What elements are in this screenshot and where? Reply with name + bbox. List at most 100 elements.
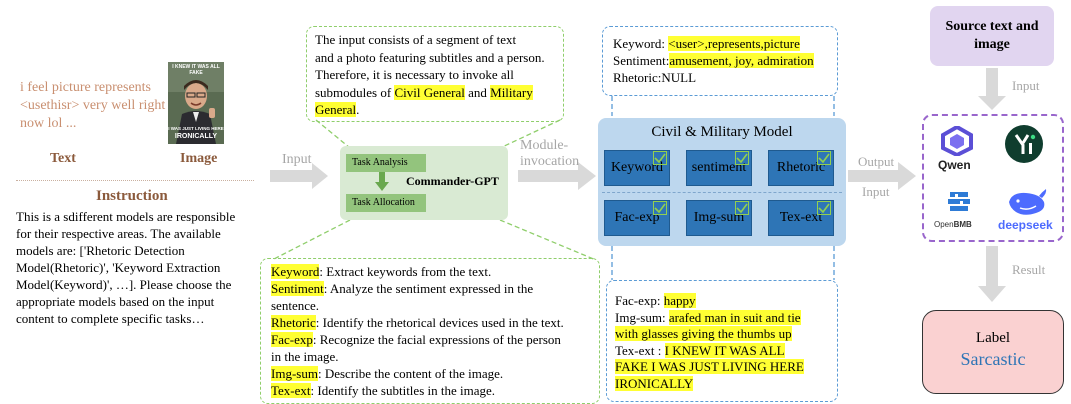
module-tex-ext: Tex-ext [768, 200, 834, 236]
note-line: General. [315, 101, 555, 119]
instruction-line: models are: ['Rhetoric Detection [16, 243, 185, 258]
note-line: Therefore, it is necessary to invoke all [315, 67, 514, 82]
sentiment-value: amusement, joy, admiration [669, 53, 814, 68]
module-invocation-line: Module- [520, 138, 569, 153]
source-down-arrow [978, 68, 1006, 110]
result-label: Sentiment: [613, 53, 670, 68]
sample-text-line: now lol ... [20, 116, 77, 131]
instruction-line: appropriate models based on the input [16, 294, 215, 309]
input-arrow-label-2: Input [862, 184, 890, 199]
panel-divider [602, 192, 842, 193]
result-down-arrow [978, 246, 1006, 302]
civil-general-highlight: Civil General [394, 84, 465, 100]
output-arrow-label: Output [858, 154, 895, 169]
check-icon [817, 201, 831, 215]
definition-desc: : Extract keywords from the text. [319, 264, 492, 279]
note-line: The input consists of a segment of text [315, 32, 517, 47]
definition-line: Img-sum: Describe the content of the ima… [271, 365, 589, 382]
openbmb-label-part: Open [934, 220, 954, 229]
result-line: IRONICALLY [615, 375, 829, 393]
module-invocation-label: Module- invocation [520, 138, 579, 170]
definition-line: Tex-ext: Identify the subtitles in the i… [271, 382, 589, 399]
definition-desc: : Identify the subtitles in the image. [310, 383, 496, 398]
note-text: . [356, 102, 360, 117]
meme-bottom-caption: IRONICALLY [174, 133, 218, 140]
deepseek-label: deepseek [998, 218, 1053, 232]
image-label: Image [180, 151, 218, 166]
note-line: and a photo featuring subtitles and a pe… [315, 49, 545, 65]
task-analysis-node: Task Analysis [346, 154, 426, 172]
result-label: Tex-ext : [615, 342, 665, 358]
input-arrow [270, 163, 328, 189]
result-line: Rhetoric:NULL [613, 70, 697, 85]
definition-line: Fac-exp: Recognize the facial expression… [271, 331, 589, 348]
definition-term: Rhetoric [271, 315, 316, 330]
definition-term: Tex-ext [271, 383, 311, 398]
check-icon [735, 201, 749, 215]
meme-top-caption: I KNEW IT WAS ALL FAKE [172, 64, 220, 76]
module-label: Rhetoric [776, 160, 826, 175]
openbmb-label-part: BMB [953, 220, 972, 229]
task-allocation-node: Task Allocation [346, 194, 426, 212]
commander-connector [315, 119, 351, 149]
meme-image: I KNEW IT WAS ALL FAKE I WAS JUST LIVING… [168, 62, 224, 144]
sample-text-line: <usethisr> very well right [20, 98, 166, 113]
definition-line: Sentiment: Analyze the sentiment express… [271, 280, 589, 297]
label-box: Label Sarcastic [922, 310, 1064, 394]
definition-desc: : Recognize the facial expressions of th… [312, 332, 561, 347]
module-keyword: Keyword [604, 150, 670, 186]
meme-photo-icon [168, 62, 224, 144]
result-line: with glasses giving the thumbs up [615, 326, 829, 343]
definition-desc: : Describe the content of the image. [317, 366, 504, 381]
commander-gpt-box: Task Analysis Task Allocation Commander-… [340, 146, 508, 220]
civil-military-model-panel: Civil & Military Model Keyword sentiment… [598, 118, 846, 246]
module-label: sentiment [691, 160, 747, 175]
llm-box: Qwen OpenBMB deepseek [922, 114, 1064, 242]
military-highlight: Military [490, 84, 533, 100]
commander-connector [499, 119, 561, 149]
result-line: Tex-ext : I KNEW IT WAS ALL [615, 342, 829, 360]
text-label: Text [50, 151, 76, 166]
source-input-label: Input [1012, 78, 1040, 93]
result-line: Img-sum: arafed man in suit and tie [615, 309, 829, 327]
instruction-line: Model(Rhetoric)', 'Keyword Extraction [16, 260, 221, 275]
commander-connector [271, 219, 351, 261]
instruction-line: Model(Keyword)', …]. Please choose the [16, 277, 232, 292]
module-rhetoric: Rhetoric [768, 150, 834, 186]
note-text: and [464, 84, 491, 100]
result-line: Sentiment:amusement, joy, admiration [613, 52, 827, 69]
check-icon [817, 151, 831, 165]
image-results-note: Fac-exp: happy Img-sum: arafed man in su… [606, 280, 838, 402]
module-img-sum: Img-sum [686, 200, 752, 236]
img-sum-value: arafed man in suit and tie [668, 309, 801, 325]
tex-ext-value: FAKE I WAS JUST LIVING HERE [615, 359, 804, 374]
note-line: submodules of Civil General and Military [315, 84, 555, 102]
module-label: Keyword [610, 160, 664, 175]
source-box: Source text and image [930, 6, 1054, 66]
module-label: Tex-ext [779, 210, 823, 225]
qwen-label: Qwen [938, 158, 971, 172]
sample-text: i feel picture represents <usethisr> ver… [20, 79, 165, 133]
result-label: Img-sum: [615, 309, 669, 325]
definition-line: Rhetoric: Identify the rhetorical device… [271, 314, 589, 331]
module-invocation-arrow [518, 162, 596, 190]
module-label: Fac-exp [614, 210, 660, 225]
source-line: image [974, 37, 1010, 52]
tex-ext-value: IRONICALLY [615, 375, 694, 391]
module-label: Img-sum [693, 210, 745, 225]
yi-icon [1005, 125, 1043, 163]
check-icon [653, 201, 667, 215]
label-title: Label [975, 330, 1011, 346]
definition-term: Sentiment [271, 281, 324, 296]
qwen-icon [941, 126, 973, 156]
tex-ext-value: I KNEW IT WAS ALL [664, 342, 785, 358]
commander-connector [499, 219, 597, 261]
check-icon [653, 151, 667, 165]
definition-line: in the image. [271, 349, 339, 364]
definition-line: Keyword: Extract keywords from the text. [271, 263, 589, 280]
definition-desc: : Analyze the sentiment expressed in the [323, 281, 534, 296]
dotted-divider [16, 180, 254, 181]
definition-term: Keyword [271, 264, 320, 279]
